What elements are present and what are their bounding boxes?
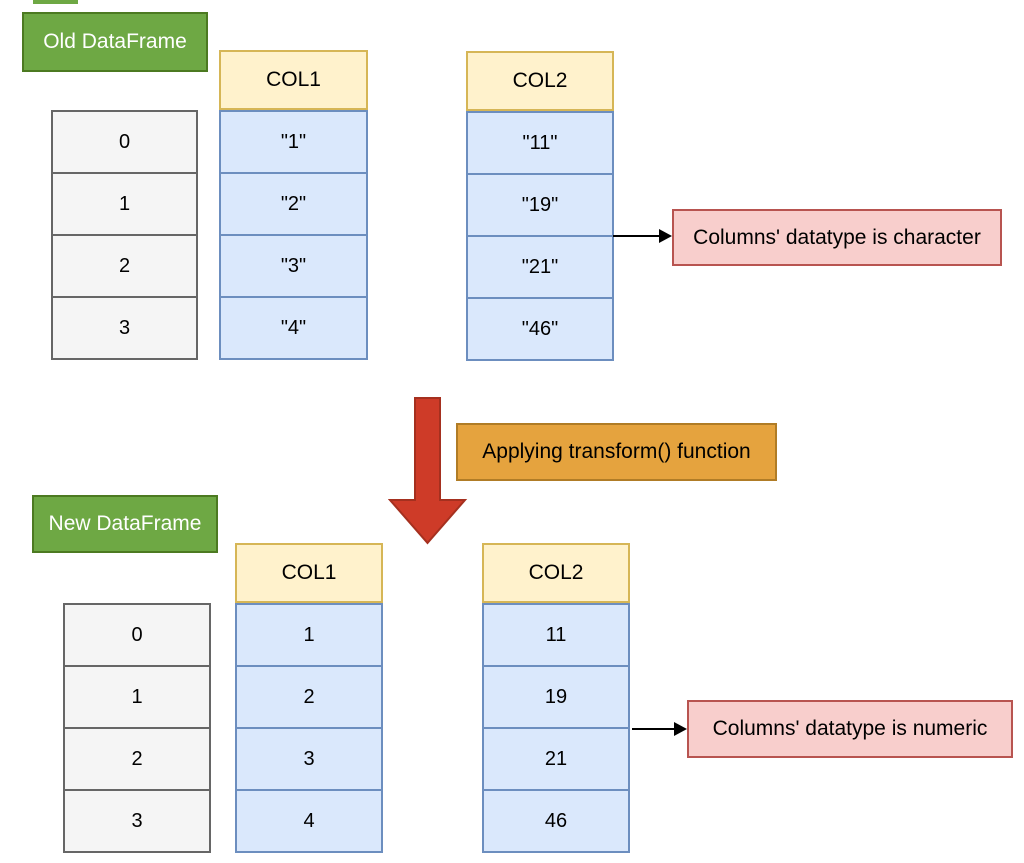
new-col2-cell-2: 21 — [482, 727, 630, 791]
transform-function-label: Applying transform() function — [456, 423, 777, 481]
old-index-cell-0: 0 — [51, 110, 198, 174]
old-col1-column: "1" "2" "3" "4" — [219, 110, 368, 360]
new-annotation-connector-line — [632, 728, 676, 730]
new-datatype-annotation: Columns' datatype is numeric — [687, 700, 1013, 758]
down-arrow-icon — [388, 397, 468, 545]
new-col2-header: COL2 — [482, 543, 630, 603]
new-col1-column: 1 2 3 4 — [235, 603, 383, 853]
old-col1-cell-3: "4" — [219, 296, 368, 360]
old-index-cell-3: 3 — [51, 296, 198, 360]
new-dataframe-label: New DataFrame — [32, 495, 218, 553]
new-index-cell-2: 2 — [63, 727, 211, 791]
new-index-column: 0 1 2 3 — [63, 603, 211, 853]
new-col1-cell-1: 2 — [235, 665, 383, 729]
new-col2-cell-0: 11 — [482, 603, 630, 667]
new-col2-cell-3: 46 — [482, 789, 630, 853]
old-col1-cell-1: "2" — [219, 172, 368, 236]
old-col2-header: COL2 — [466, 51, 614, 111]
old-col2-cell-1: "19" — [466, 173, 614, 237]
clipped-green-fragment — [33, 0, 78, 4]
new-annotation-arrowhead-icon — [674, 722, 687, 736]
new-col2-cell-1: 19 — [482, 665, 630, 729]
new-index-cell-1: 1 — [63, 665, 211, 729]
new-col1-header: COL1 — [235, 543, 383, 603]
new-col1-cell-0: 1 — [235, 603, 383, 667]
old-col1-header: COL1 — [219, 50, 368, 110]
new-index-cell-0: 0 — [63, 603, 211, 667]
new-col1-cell-2: 3 — [235, 727, 383, 791]
new-col2-column: 11 19 21 46 — [482, 603, 630, 853]
old-index-cell-2: 2 — [51, 234, 198, 298]
new-col1-cell-3: 4 — [235, 789, 383, 853]
old-index-column: 0 1 2 3 — [51, 110, 198, 360]
new-index-cell-3: 3 — [63, 789, 211, 853]
old-index-cell-1: 1 — [51, 172, 198, 236]
old-col1-cell-2: "3" — [219, 234, 368, 298]
old-annotation-arrowhead-icon — [659, 229, 672, 243]
old-col1-cell-0: "1" — [219, 110, 368, 174]
old-datatype-annotation: Columns' datatype is character — [672, 209, 1002, 266]
old-dataframe-label: Old DataFrame — [22, 12, 208, 72]
old-annotation-connector-line — [613, 235, 660, 237]
old-col2-column: "11" "19" "21" "46" — [466, 111, 614, 361]
old-col2-cell-3: "46" — [466, 297, 614, 361]
old-col2-cell-0: "11" — [466, 111, 614, 175]
old-col2-cell-2: "21" — [466, 235, 614, 299]
